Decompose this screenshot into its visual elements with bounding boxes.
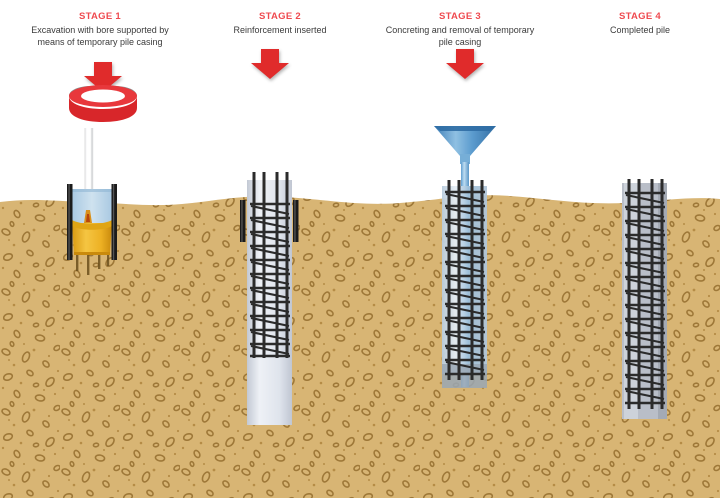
stage-2-down-arrow-icon xyxy=(251,49,289,79)
stage-1-title: STAGE 1 xyxy=(78,11,122,22)
reinforcement-cage xyxy=(625,179,665,409)
stage-2-title: STAGE 2 xyxy=(258,11,302,22)
stage-3-illustration xyxy=(434,126,496,388)
stage-4-description: Completed pile xyxy=(609,25,671,35)
stage-4-caption: STAGE 4 Completed pile xyxy=(565,11,715,37)
stage-2-illustration xyxy=(240,172,299,425)
drill-rods xyxy=(83,128,94,222)
stage-2-caption: STAGE 2 Reinforcement inserted xyxy=(205,11,355,37)
bore-spoil xyxy=(76,255,110,275)
stage-2-description: Reinforcement inserted xyxy=(233,25,327,35)
stage-3-down-arrow-icon xyxy=(446,49,484,79)
stage-1-illustration xyxy=(67,128,117,275)
reinforcement-cage xyxy=(250,172,290,358)
stage-3-description: Concreting and removal of temporary pile… xyxy=(385,25,535,47)
concrete-funnel-hopper xyxy=(434,126,496,164)
temporary-pile-casing xyxy=(240,200,299,242)
auger-bucket xyxy=(72,210,112,255)
stage-3-title: STAGE 3 xyxy=(438,11,482,22)
reinforcement-cage xyxy=(445,180,485,380)
stage-3-caption: STAGE 3 Concreting and removal of tempor… xyxy=(385,11,535,48)
temporary-pile-casing xyxy=(67,184,117,260)
bore-water xyxy=(72,189,112,227)
stage-4-title: STAGE 4 xyxy=(618,11,662,22)
stage-1-description: Excavation with bore supported by means … xyxy=(31,25,169,47)
soil-ground-layer xyxy=(0,195,720,498)
stage-1-caption: STAGE 1 Excavation with bore supported b… xyxy=(25,11,175,48)
rotating-collar-icon xyxy=(69,62,137,122)
stage-4-illustration xyxy=(622,179,667,419)
